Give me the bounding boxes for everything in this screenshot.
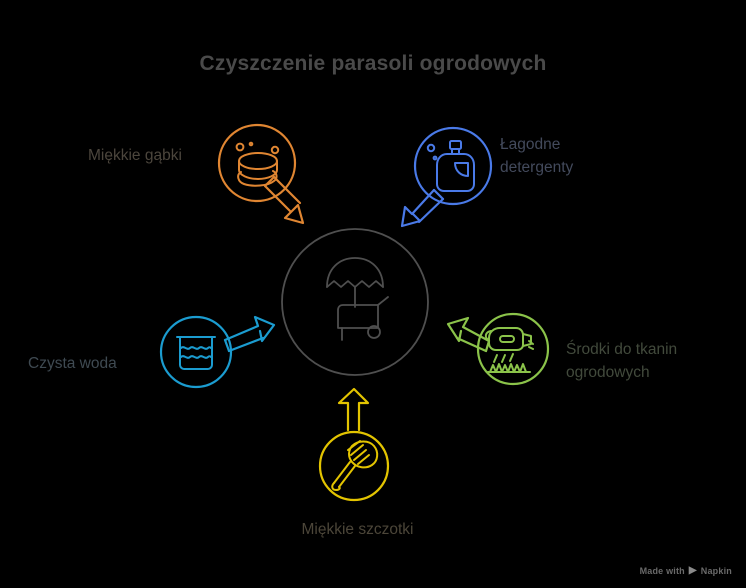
node-mild-detergents[interactable] [400,126,493,228]
node-soft-brushes[interactable] [318,387,390,502]
label-mild-detergents: Łagodne detergenty [500,136,574,176]
label-garden-fabric-agents: Środki do tkanin ogrodowych [566,341,678,381]
circle-garden-fabric-agents [476,312,550,386]
circle-clean-water [159,315,233,389]
center-circle [281,228,429,376]
arrow-clean-water [223,315,276,353]
circle-mild-detergents [413,126,493,206]
node-clean-water[interactable] [159,315,276,389]
arrow-mild-detergents [400,188,445,228]
sponge-bubbles-icon [235,141,280,187]
node-garden-fabric-agents[interactable] [446,312,550,386]
arrow-soft-brushes [337,387,370,432]
detergent-bottle-icon [426,140,475,192]
scrub-brush-icon [331,440,379,491]
watermark-brand: Napkin [700,565,732,576]
napkin-watermark: Made with ▶ Napkin [640,565,732,576]
parasol-cart-icon [326,257,389,341]
node-soft-sponges[interactable] [217,123,305,225]
page-title: Czyszczenie parasoli ogrodowych [199,52,547,75]
hose-spray-grass-icon [484,327,534,373]
watermark-made-with: Made with [639,565,685,576]
water-basin-icon [176,336,216,370]
label-clean-water: Czysta woda [28,355,117,372]
center-node[interactable] [281,228,429,376]
napkin-logo-icon: ▶ [688,565,697,576]
label-soft-brushes: Miękkie szczotki [301,521,414,538]
label-soft-sponges: Miękkie gąbki [88,147,182,164]
arrow-garden-fabric-agents [446,316,491,353]
circle-soft-sponges [217,123,297,203]
circle-soft-brushes [318,430,390,502]
